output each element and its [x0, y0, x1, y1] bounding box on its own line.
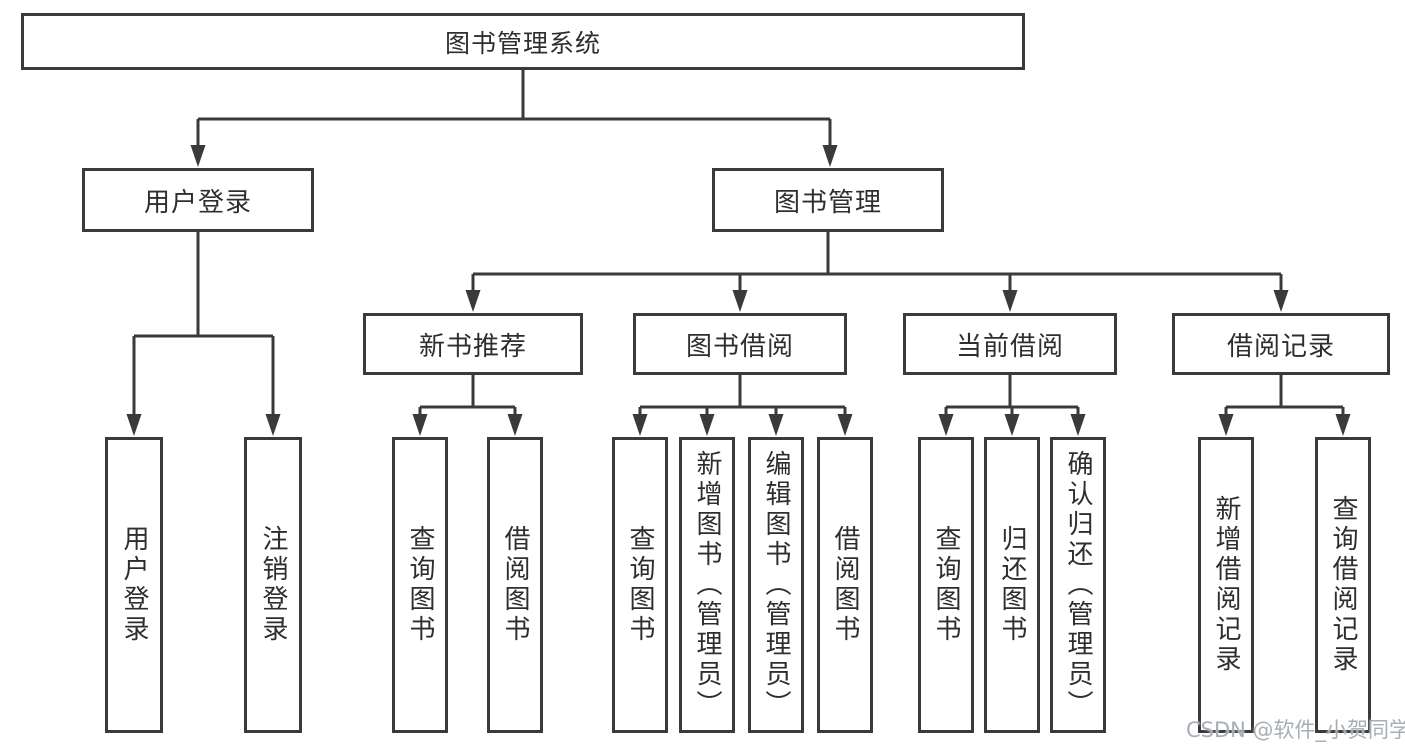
- arrow-icon: [126, 414, 142, 436]
- arrow-icon: [1002, 290, 1018, 312]
- node-new-book-recommend: 新书推荐: [363, 313, 583, 375]
- leaf-newbook-query-books: 查询图书: [392, 437, 448, 733]
- arrowheads: [126, 145, 1351, 436]
- leaf-current-query-books: 查询图书: [918, 437, 974, 733]
- arrow-icon: [1273, 290, 1289, 312]
- arrow-icon: [265, 414, 281, 436]
- node-current-borrowing: 当前借阅: [903, 313, 1117, 375]
- arrow-icon: [190, 145, 206, 167]
- arrow-icon: [465, 290, 481, 312]
- csdn-watermark: CSDN @软件_小贺同学: [1186, 718, 1405, 742]
- leaf-current-confirm-return-admin: 确认归还（管理员）: [1050, 437, 1106, 733]
- leaf-logout: 注销登录: [244, 437, 302, 733]
- arrow-icon: [938, 414, 954, 436]
- leaf-borrowing-edit-books-admin: 编辑图书（管理员）: [748, 437, 804, 733]
- node-system-root: 图书管理系统: [21, 13, 1025, 70]
- node-borrowing-records: 借阅记录: [1172, 313, 1390, 375]
- leaf-records-add-record: 新增借阅记录: [1198, 437, 1254, 733]
- edge-newbook-to-leaves: [418, 375, 517, 415]
- arrow-icon: [632, 414, 648, 436]
- node-book-management: 图书管理: [712, 168, 944, 232]
- arrow-icon: [412, 414, 428, 436]
- edge-bookmgmt-to-level3: [471, 232, 1283, 291]
- node-user-login: 用户登录: [82, 168, 314, 232]
- arrow-icon: [822, 145, 838, 167]
- leaf-user-login: 用户登录: [105, 437, 163, 733]
- edge-bookborrow-to-leaves: [638, 375, 847, 415]
- arrow-icon: [768, 414, 784, 436]
- edge-currentborrow-to-leaves: [944, 375, 1080, 415]
- edge-root-to-level2: [196, 70, 832, 146]
- edge-borrowrecord-to-leaves: [1224, 375, 1345, 415]
- leaf-records-query-record: 查询借阅记录: [1315, 437, 1371, 733]
- arrow-icon: [1335, 414, 1351, 436]
- arrow-icon: [837, 414, 853, 436]
- leaf-newbook-borrow-books: 借阅图书: [487, 437, 543, 733]
- leaf-borrowing-add-books-admin: 新增图书（管理员）: [679, 437, 735, 733]
- arrow-icon: [1218, 414, 1234, 436]
- leaf-borrowing-query-books: 查询图书: [612, 437, 668, 733]
- edge-userlogin-to-leaves: [132, 232, 275, 415]
- arrow-icon: [1004, 414, 1020, 436]
- arrow-icon: [1070, 414, 1086, 436]
- arrow-icon: [732, 290, 748, 312]
- leaf-current-return-books: 归还图书: [984, 437, 1040, 733]
- arrow-icon: [699, 414, 715, 436]
- arrow-icon: [507, 414, 523, 436]
- leaf-borrowing-borrow-books: 借阅图书: [817, 437, 873, 733]
- node-book-borrowing: 图书借阅: [633, 313, 847, 375]
